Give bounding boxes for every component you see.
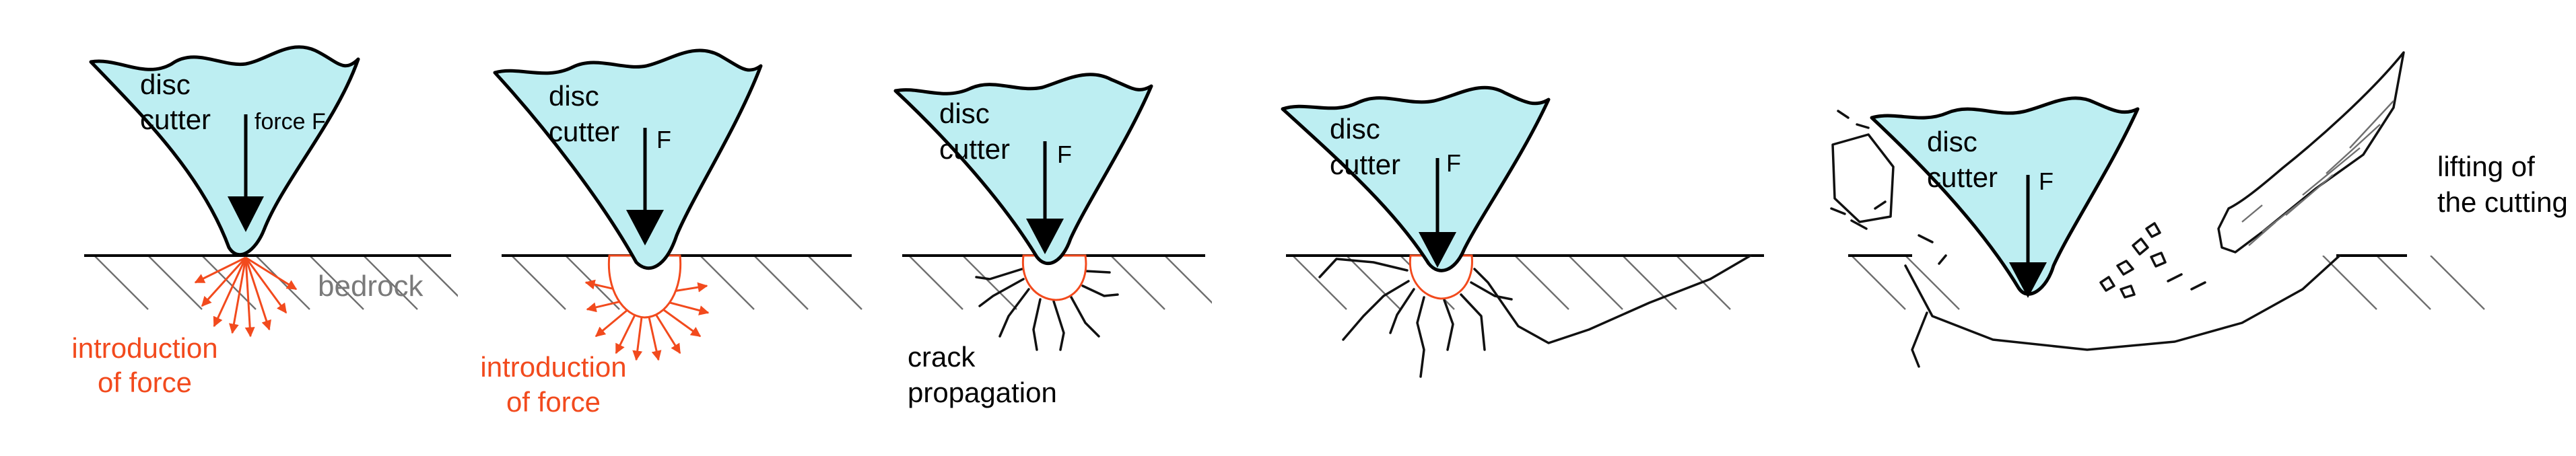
panel-5-lifting-label-line1: lifting of [2437, 151, 2535, 182]
panel-2-introduction-of-force-line2: of force [506, 386, 601, 418]
panel-1-cutter-label-line1: disc [140, 69, 191, 100]
panel-3-cracks [975, 268, 1119, 351]
panel-1-introduction-of-force-line1: introduction [71, 332, 217, 364]
panel-2-force-zone: disc cutter F introduction of force [480, 48, 862, 418]
panel-3-disc-cutter [893, 73, 1153, 266]
panel-4-crushed-zone [1409, 254, 1473, 300]
panel-3-crack-label-line1: crack [908, 341, 976, 373]
panel-1-disc-cutter [89, 45, 360, 257]
panel-3-cutter-label-line2: cutter [939, 133, 1010, 165]
panel-3-force-arrow-head [1026, 219, 1064, 254]
panel-1-introduction-of-force-line2: of force [98, 367, 192, 398]
panel-5-small-chips [2099, 222, 2206, 299]
panel-1-force-rays [194, 256, 298, 338]
panel-4-rock-hatching [1292, 256, 1731, 310]
panel-4-cutter-label-line2: cutter [1330, 149, 1400, 180]
panel-1-bedrock-label: bedrock [318, 270, 424, 303]
panel-4-force-label: F [1446, 149, 1461, 177]
panel-4-cutter-label-line1: disc [1330, 113, 1380, 145]
panel-4-disc-cutter [1281, 85, 1551, 272]
panel-2-cutter-label-line2: cutter [549, 116, 619, 147]
panel-5-cutter-label-line1: disc [1927, 126, 1977, 157]
panel-1-force-label: force F [255, 109, 326, 135]
panel-2-force-label: F [656, 126, 671, 153]
panel-3-crack-propagation: disc cutter F crack propagation [893, 73, 1212, 408]
panel-5-lifted-chip [2217, 51, 2405, 254]
panel-2-force-zone-bulb [607, 254, 682, 319]
panel-1-initial-contact: disc cutter force F bedrock introduction… [71, 45, 458, 398]
panel-5-disc-cutter [1870, 96, 2140, 296]
panel-2-introduction-of-force-line1: introduction [480, 351, 626, 383]
panel-5-side-crack [1911, 311, 1928, 368]
panel-1-force-arrow-head [228, 196, 264, 232]
panel-3-cutter-label-line1: disc [939, 98, 990, 129]
panel-5-cutter-label-line2: cutter [1927, 161, 1998, 193]
panel-5-fracture-boundary [1904, 254, 2341, 351]
panel-1-cutter-label-line2: cutter [140, 104, 211, 135]
panel-4-chip-formation: disc cutter F [1281, 85, 1764, 378]
panel-5-debris-marks [1830, 110, 1947, 265]
panel-3-crushed-zone [1021, 254, 1087, 301]
panel-5-chip-lifting: disc cutter F lifting of the cutting [1830, 51, 2568, 368]
panel-3-crack-label-line2: propagation [908, 377, 1057, 408]
panel-3-rock-hatching [908, 256, 1212, 310]
panel-5-lifting-label-line2: the cutting [2437, 186, 2568, 218]
panel-2-disc-cutter [493, 48, 763, 270]
panel-5-rock-hatching [1851, 256, 2485, 310]
panel-5-force-arrow-head [2009, 262, 2047, 298]
panel-4-cracks [1318, 254, 1752, 378]
panel-5-force-label: F [2039, 167, 2054, 195]
panel-1-rock-hatching [94, 256, 458, 310]
panel-2-cutter-label-line1: disc [549, 80, 599, 112]
panel-2-force-arrow-head [626, 210, 664, 245]
panel-5-left-rock-fragment [1831, 133, 1895, 223]
panel-2-rock-hatching [511, 256, 862, 310]
panel-3-force-label: F [1057, 141, 1072, 168]
panel-4-force-arrow-head [1419, 232, 1456, 268]
